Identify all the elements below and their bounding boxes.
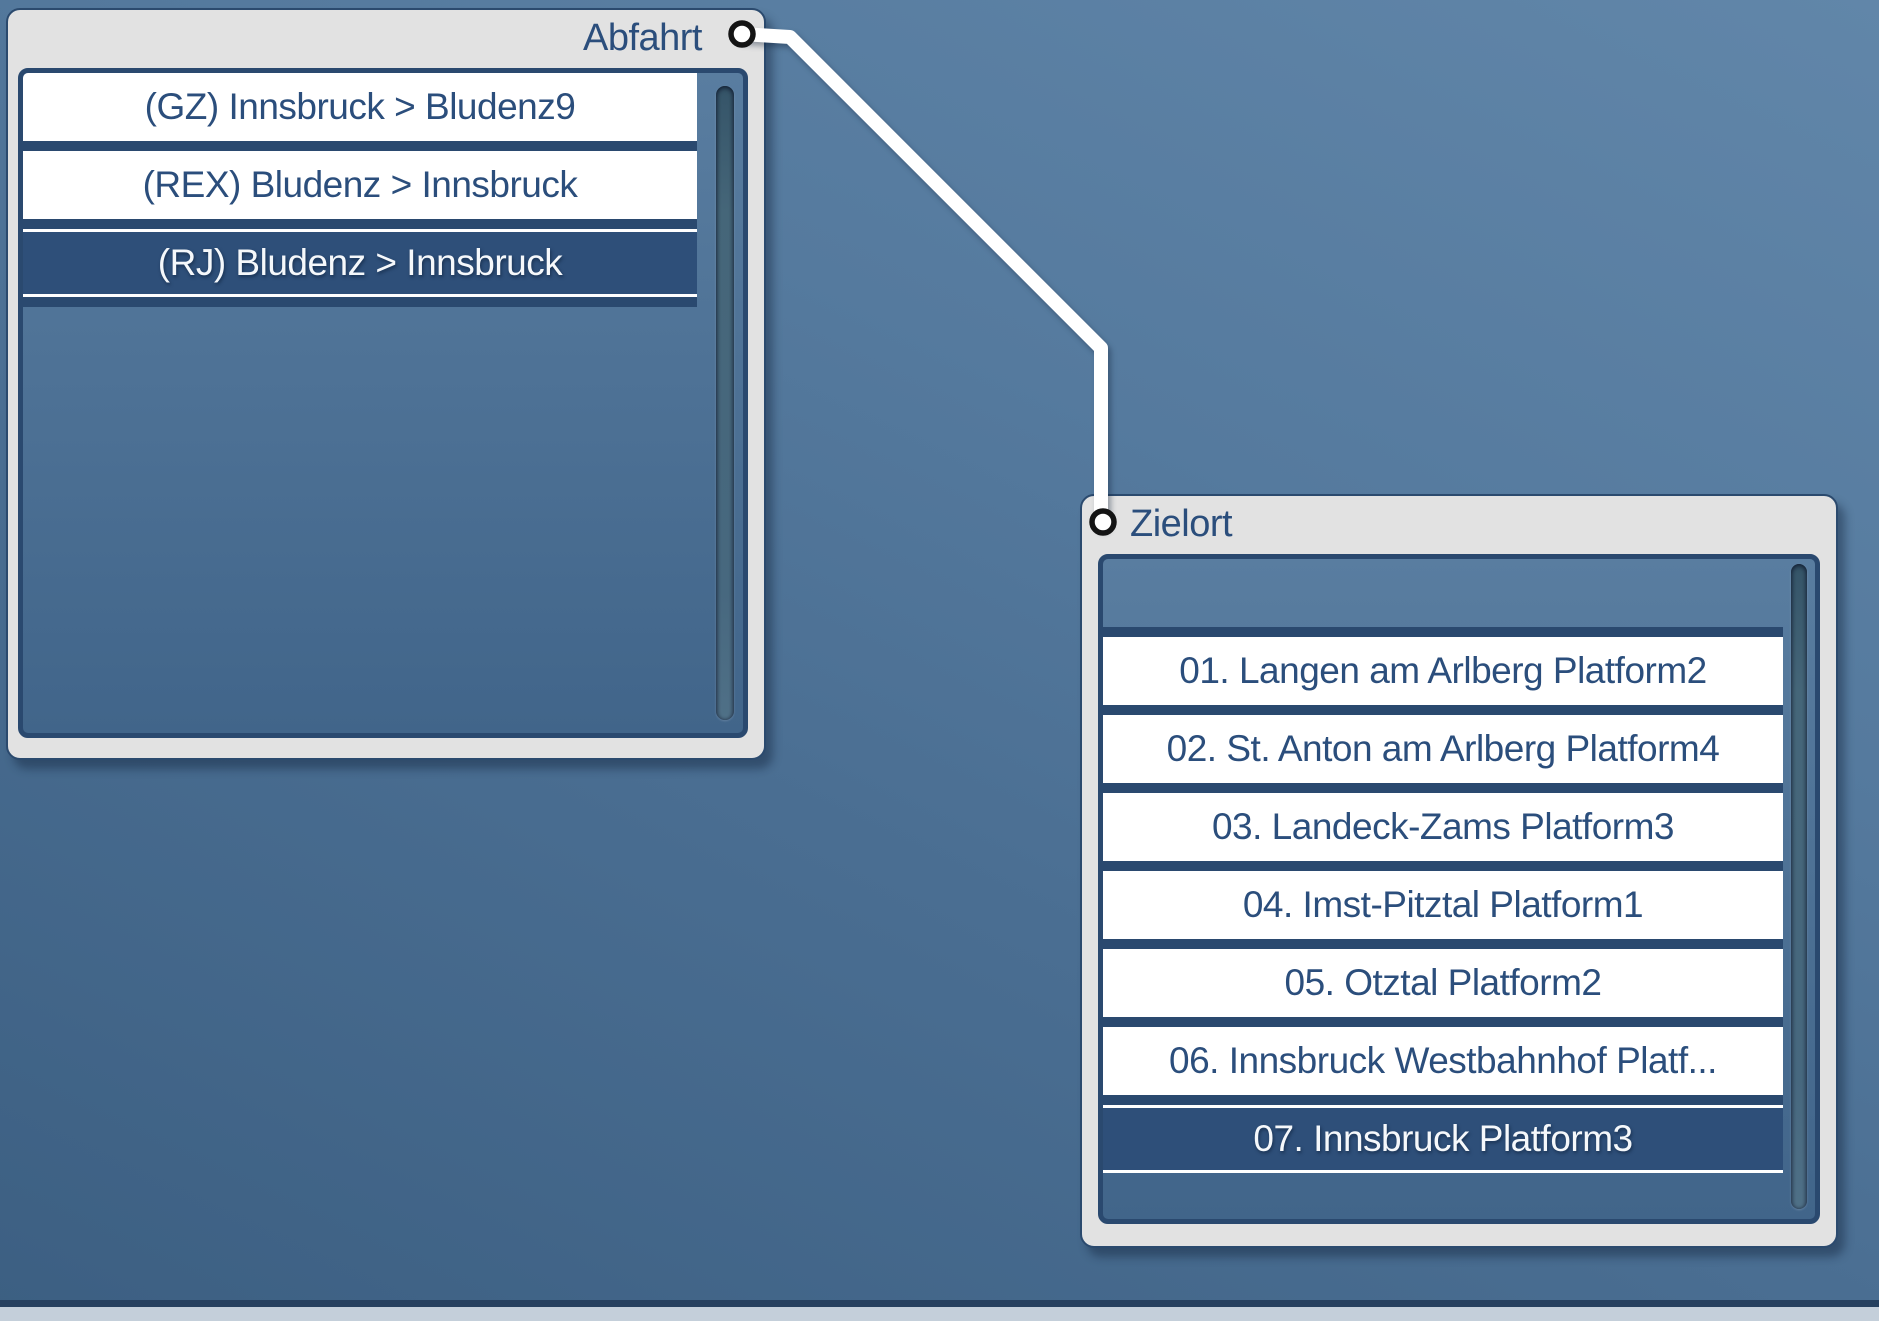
list-item-destination-04[interactable]: 04. Imst-Pitztal Platform1 [1103,871,1783,939]
departure-scrollbar[interactable] [716,86,734,720]
list-item-label: 06. Innsbruck Westbahnhof Platf... [1169,1040,1717,1081]
node-zielort-header[interactable]: Zielort [1082,496,1836,552]
list-item-destination-02[interactable]: 02. St. Anton am Arlberg Platform4 [1103,715,1783,783]
list-item-label: 07. Innsbruck Platform3 [1253,1118,1633,1159]
node-abfahrt-title: Abfahrt [582,16,703,59]
list-item-destination-03[interactable]: 03. Landeck-Zams Platform3 [1103,793,1783,861]
list-item-destination-06[interactable]: 06. Innsbruck Westbahnhof Platf... [1103,1027,1783,1095]
departure-list: (GZ) Innsbruck > Bludenz9 (REX) Bludenz … [18,68,748,738]
node-abfahrt: Abfahrt (GZ) Innsbruck > Bludenz9 (REX) … [6,8,766,760]
list-item-destination-empty[interactable] [1103,559,1783,627]
row-divider [1103,861,1783,871]
list-item-label: (REX) Bludenz > Innsbruck [142,164,578,205]
list-item-label: 02. St. Anton am Arlberg Platform4 [1166,728,1720,769]
row-divider [1103,627,1783,637]
connection-wire [735,27,1108,529]
destination-list: 01. Langen am Arlberg Platform2 02. St. … [1098,554,1820,1224]
list-item-departure-3-selected[interactable]: (RJ) Bludenz > Innsbruck [23,229,697,297]
row-divider [1103,1095,1783,1105]
list-item-departure-1[interactable]: (GZ) Innsbruck > Bludenz9 [23,73,697,141]
row-divider [23,141,697,151]
list-item-departure-2[interactable]: (REX) Bludenz > Innsbruck [23,151,697,219]
row-divider [1103,939,1783,949]
list-item-destination-01[interactable]: 01. Langen am Arlberg Platform2 [1103,637,1783,705]
list-item-label: (RJ) Bludenz > Innsbruck [157,242,563,283]
destination-scrollbar[interactable] [1791,564,1807,1209]
list-item-label: 05. Otztal Platform2 [1284,962,1602,1003]
row-divider [1103,783,1783,793]
row-divider [1103,1017,1783,1027]
list-item-label: (GZ) Innsbruck > Bludenz9 [144,86,576,127]
list-item-label: 01. Langen am Arlberg Platform2 [1179,650,1707,691]
bottom-edge-bar [0,1300,1879,1321]
node-zielort-title: Zielort [1130,502,1233,545]
row-divider [23,297,697,307]
list-item-destination-05[interactable]: 05. Otztal Platform2 [1103,949,1783,1017]
node-abfahrt-header[interactable]: Abfahrt [8,10,764,66]
row-divider [23,219,697,229]
row-divider [1103,705,1783,715]
node-zielort: Zielort 01. Langen am Arlberg Platform2 … [1080,494,1838,1248]
list-item-label: 04. Imst-Pitztal Platform1 [1242,884,1644,925]
list-item-label: 03. Landeck-Zams Platform3 [1211,806,1675,847]
list-item-destination-07-selected[interactable]: 07. Innsbruck Platform3 [1103,1105,1783,1173]
